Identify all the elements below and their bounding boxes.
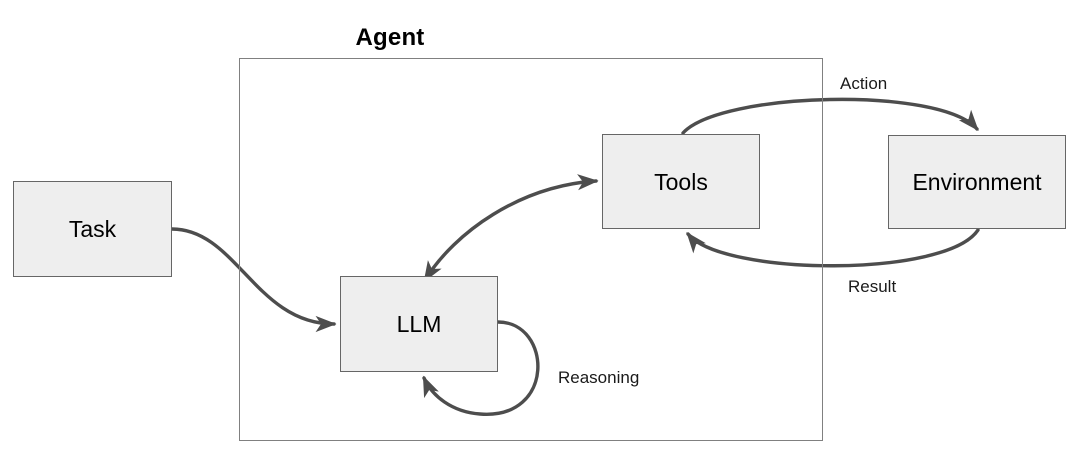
edge-label-reasoning: Reasoning [558,368,640,387]
edge-environment-to-tools-result [686,228,980,268]
agent-boundary-box [239,58,823,441]
node-llm[interactable]: LLM [340,276,498,372]
edge-tools-to-environment-action [681,97,979,135]
edge-llm-self-loop-reasoning [422,320,540,416]
edge-task-to-llm [170,227,337,333]
agent-title: Agent [355,24,425,51]
node-llm-label: LLM [396,311,442,337]
edge-llm-to-tools [423,174,599,283]
node-environment[interactable]: Environment [888,135,1066,229]
node-tools-label: Tools [654,168,708,195]
edge-label-result: Result [848,277,897,296]
node-task[interactable]: Task [13,181,172,277]
node-environment-label: Environment [912,169,1042,195]
node-task-label: Task [68,216,117,242]
edge-label-action: Action [840,74,888,93]
node-tools[interactable]: Tools [602,134,760,229]
